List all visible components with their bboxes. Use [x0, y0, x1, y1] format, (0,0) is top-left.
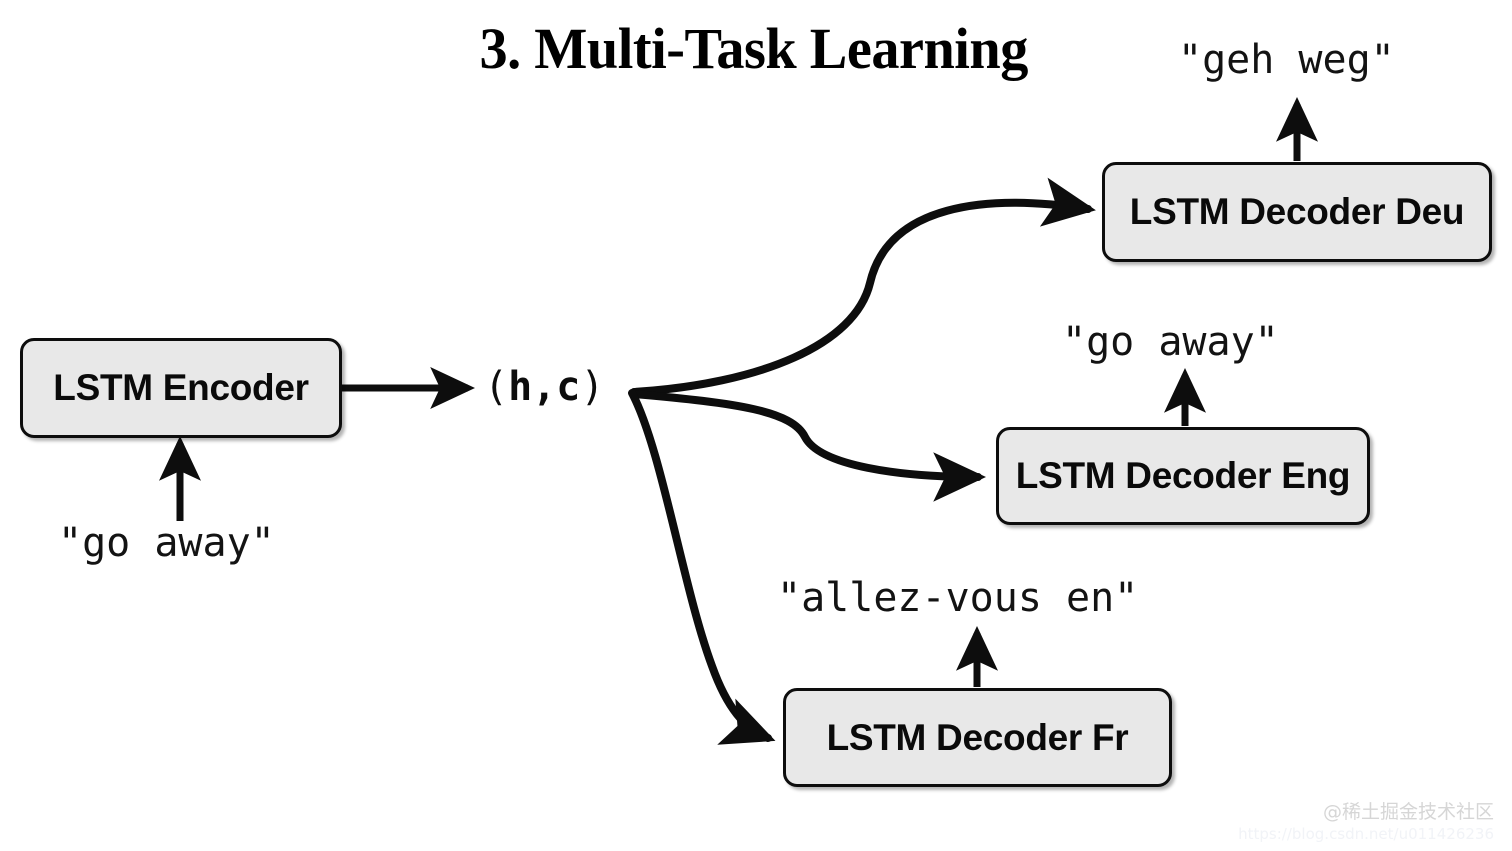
- state-vars: h,c: [508, 364, 581, 410]
- text-output-deu: "geh weg": [1178, 37, 1395, 83]
- node-lstm-encoder-label: LSTM Encoder: [53, 367, 309, 408]
- node-lstm-decoder-eng[interactable]: LSTM Decoder Eng: [996, 427, 1370, 525]
- node-lstm-decoder-eng-label: LSTM Decoder Eng: [1015, 455, 1351, 496]
- watermark-url: https://blog.csdn.net/u011426236: [1238, 825, 1494, 843]
- edge-state-to-decoder-fr: [628, 389, 776, 745]
- page-title-text: 3. Multi-Task Learning: [479, 16, 1029, 81]
- node-lstm-decoder-fr[interactable]: LSTM Decoder Fr: [783, 688, 1172, 787]
- edge-state-to-decoder-deu: [630, 177, 1096, 396]
- state-paren-open: (: [484, 364, 509, 410]
- node-lstm-encoder[interactable]: LSTM Encoder: [20, 338, 342, 438]
- node-lstm-decoder-deu[interactable]: LSTM Decoder Deu: [1102, 162, 1492, 262]
- text-output-eng: "go away": [1062, 319, 1279, 365]
- node-lstm-decoder-deu-label: LSTM Decoder Deu: [1129, 191, 1465, 232]
- text-output-fr: "allez-vous en": [777, 575, 1139, 621]
- text-input-source: "go away": [58, 520, 275, 566]
- page-title: 3. Multi-Task Learning: [0, 20, 1512, 78]
- watermark-handle: @稀土掘金技术社区: [1322, 801, 1494, 824]
- node-lstm-decoder-fr-label: LSTM Decoder Fr: [826, 716, 1129, 758]
- state-vector-label: (h,c): [484, 367, 604, 407]
- state-paren-close: ): [580, 364, 605, 410]
- edge-state-to-decoder-eng: [630, 390, 987, 502]
